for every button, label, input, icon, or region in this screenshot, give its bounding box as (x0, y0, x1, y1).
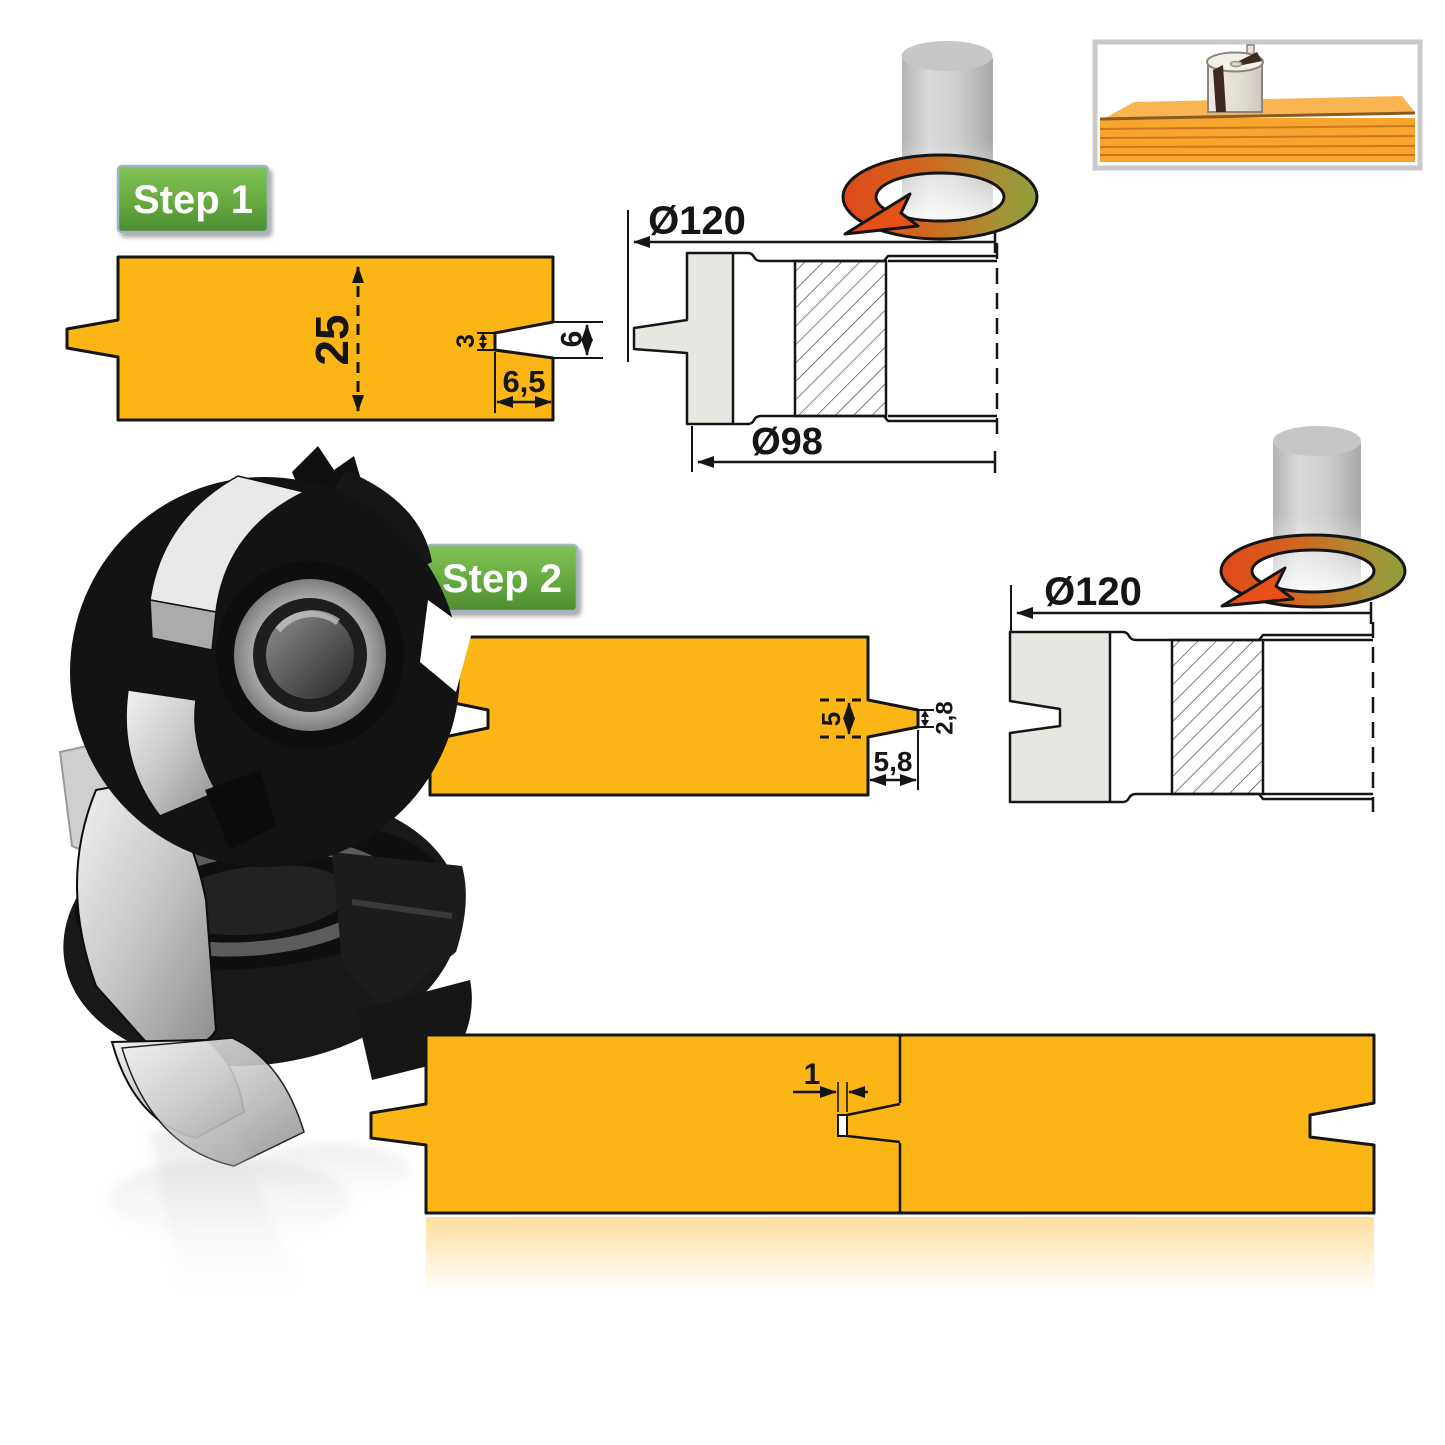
step1-groove-depth-label: 6,5 (502, 364, 545, 399)
inset-cutter-bore-hole (1229, 60, 1243, 68)
cutter1-outer-diameter-label: Ø120 (648, 199, 746, 243)
cutter1-hub-diameter-label: Ø98 (751, 421, 823, 463)
step2-tongue-tip-label: 2,8 (931, 701, 958, 734)
step1-label-badge: Step 1 (116, 164, 270, 234)
assembly-boards-shape (369, 1033, 1376, 1215)
rotation-arrow-icon (841, 153, 1039, 241)
cutter-head-photo (58, 446, 472, 1290)
joint-gap-label: 1 (804, 1058, 821, 1091)
spindle-top-2 (1273, 426, 1361, 456)
step2-board-profile: 5 2,8 5,8 (428, 635, 958, 797)
cutter1-blade-profile (632, 251, 735, 426)
upper-cutter-head (70, 446, 472, 867)
inset-cutter-front-blade (1213, 65, 1226, 112)
joint-gap-sliver (837, 1114, 848, 1137)
cutter2-hatched-hub (1170, 638, 1265, 796)
cutter-section-drawing-2: Ø120 (1008, 570, 1375, 812)
inset-cutter-cylinder (1206, 44, 1264, 113)
cutter2-outer-diameter-label: Ø120 (1044, 570, 1142, 614)
spindle-top-1 (901, 41, 993, 71)
step2-label: Step 2 (442, 557, 562, 601)
rotation-arrowhead-1 (843, 192, 920, 236)
spindle-1 (841, 41, 1039, 241)
joined-boards-assembly: 1 (369, 1033, 1376, 1293)
cutter2-blade-profile (1008, 630, 1112, 804)
step1-groove-mouth-label: 6 (556, 331, 589, 348)
cutter-section-drawing-1: Ø120 Ø98 (627, 199, 999, 473)
step1-label: Step 1 (133, 178, 253, 222)
assembly-reflection (426, 1217, 1374, 1293)
step2-label-badge: Step 2 (425, 543, 579, 613)
step2-tongue-base-label: 5 (816, 712, 846, 726)
cutter1-hatched-hub (793, 259, 888, 418)
cutter-on-board-inset (1092, 39, 1423, 171)
rotation-arrowhead-2 (1220, 566, 1295, 608)
step1-board-profile: 25 6 3 6,5 (65, 255, 603, 422)
cutter-photo-reflection (110, 1128, 410, 1290)
spindle-2 (1219, 426, 1407, 609)
step2-tongue-length-label: 5,8 (874, 746, 913, 777)
rotation-arrow-icon-2 (1219, 533, 1407, 609)
step2-board-shape (428, 635, 920, 797)
step1-thickness-label: 25 (306, 314, 358, 365)
step1-groove-tip-label: 3 (452, 334, 480, 348)
